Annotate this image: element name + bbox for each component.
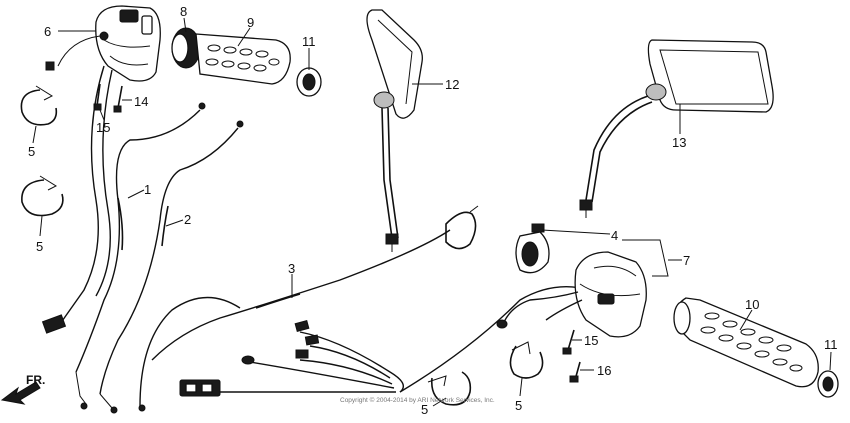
callout-3: 3 <box>288 261 295 276</box>
callout-6: 6 <box>44 24 51 39</box>
leader-lines <box>32 17 832 407</box>
left-switch-harness[interactable] <box>41 35 113 334</box>
throttle-cable-a[interactable] <box>75 102 206 410</box>
screw-14[interactable] <box>113 85 123 113</box>
callout-10: 10 <box>745 297 759 312</box>
callout-11-left: 11 <box>302 34 316 49</box>
copyright-notice: Copyright © 2004-2014 by ARI Network Ser… <box>340 396 495 404</box>
callout-13: 13 <box>672 135 686 150</box>
right-switch-housing[interactable] <box>496 251 647 338</box>
cable-clamp-bottom-right[interactable] <box>509 341 544 379</box>
cable-clamp-lower-left[interactable] <box>21 175 64 217</box>
front-direction-arrow: FR. <box>0 373 45 405</box>
cable-clamp-upper-left[interactable] <box>20 85 58 126</box>
callout-15-left: 15 <box>96 120 110 135</box>
main-wire-harness[interactable] <box>151 205 591 397</box>
callout-7: 7 <box>683 253 690 268</box>
grip-end-cap-left[interactable] <box>296 67 322 97</box>
right-switch-ring[interactable] <box>515 223 550 274</box>
choke-cable[interactable] <box>138 296 241 412</box>
callout-1: 1 <box>144 182 151 197</box>
callout-5-bottom-right: 5 <box>515 398 522 413</box>
screw-15-right[interactable] <box>562 329 575 355</box>
mirror-left[interactable] <box>366 9 423 252</box>
callout-12: 12 <box>445 77 459 92</box>
left-switch-housing[interactable] <box>95 5 161 82</box>
callout-15-right: 15 <box>584 333 598 348</box>
cable-clamp-bottom-center[interactable] <box>427 371 472 406</box>
callout-9: 9 <box>247 15 254 30</box>
callout-4: 4 <box>611 228 618 243</box>
right-grip[interactable] <box>673 297 819 388</box>
callout-5-upper-left: 5 <box>28 144 35 159</box>
callout-2: 2 <box>184 212 191 227</box>
callout-5-bottom-center: 5 <box>421 402 428 417</box>
callout-16: 16 <box>597 363 611 378</box>
callout-11-right: 11 <box>824 337 838 352</box>
throttle-cable-b[interactable] <box>99 120 244 414</box>
front-arrow-label: FR. <box>26 373 45 387</box>
throttle-collar[interactable] <box>171 27 201 69</box>
callout-14: 14 <box>134 94 148 109</box>
callout-5-lower-left: 5 <box>36 239 43 254</box>
grip-end-cap-right[interactable] <box>817 370 839 398</box>
callout-8: 8 <box>180 4 187 19</box>
screw-16[interactable] <box>569 361 581 383</box>
mirror-right[interactable] <box>579 39 774 218</box>
throttle-grip[interactable] <box>195 33 291 85</box>
